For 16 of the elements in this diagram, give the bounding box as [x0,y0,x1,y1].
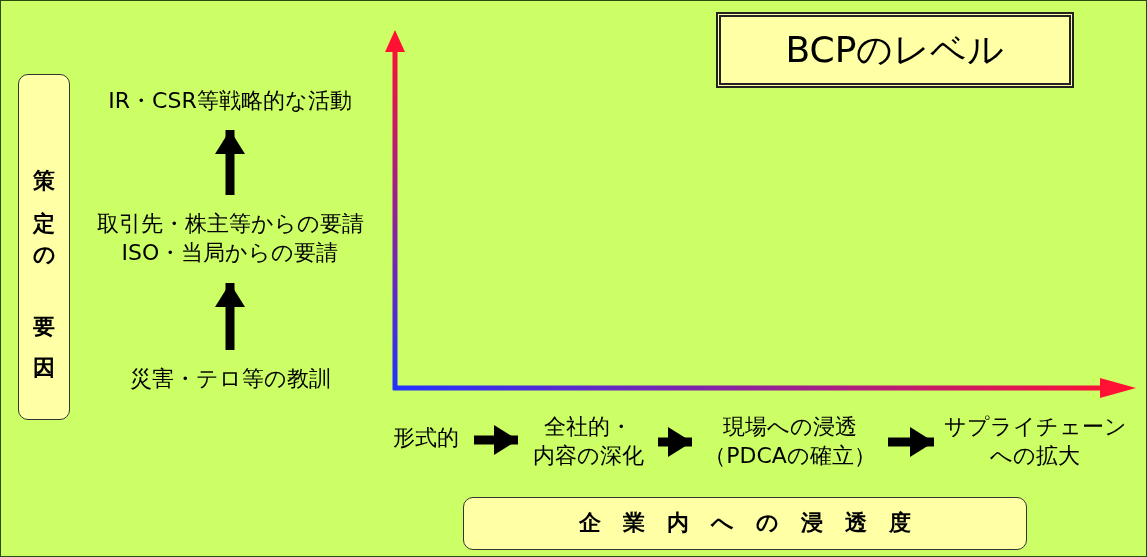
arrow [888,427,934,457]
level-text: 形式的 [386,418,466,458]
factor-text: 取引先・株主等からの要請 [96,210,364,239]
level-text: 現場への浸透（PDCAの確立） [700,410,880,474]
arrow [474,425,518,455]
arrow [215,283,245,350]
level-text: サプライチェーンへの拡大 [942,410,1128,474]
arrow [658,427,692,457]
axis-title-box: 企業内への浸透度 [463,497,1027,550]
factor-text: ISO・当局からの要請 [121,239,339,267]
level-text: 全社的・内容の深化 [526,410,650,474]
title-box: BCPのレベル [716,12,1074,88]
factor-text: IR・CSR等戦略的な活動 [70,80,390,122]
arrow [215,130,245,195]
factor-box: 策定の要因 [18,74,70,420]
factor-text: 災害・テロ等の教訓 [90,358,370,400]
